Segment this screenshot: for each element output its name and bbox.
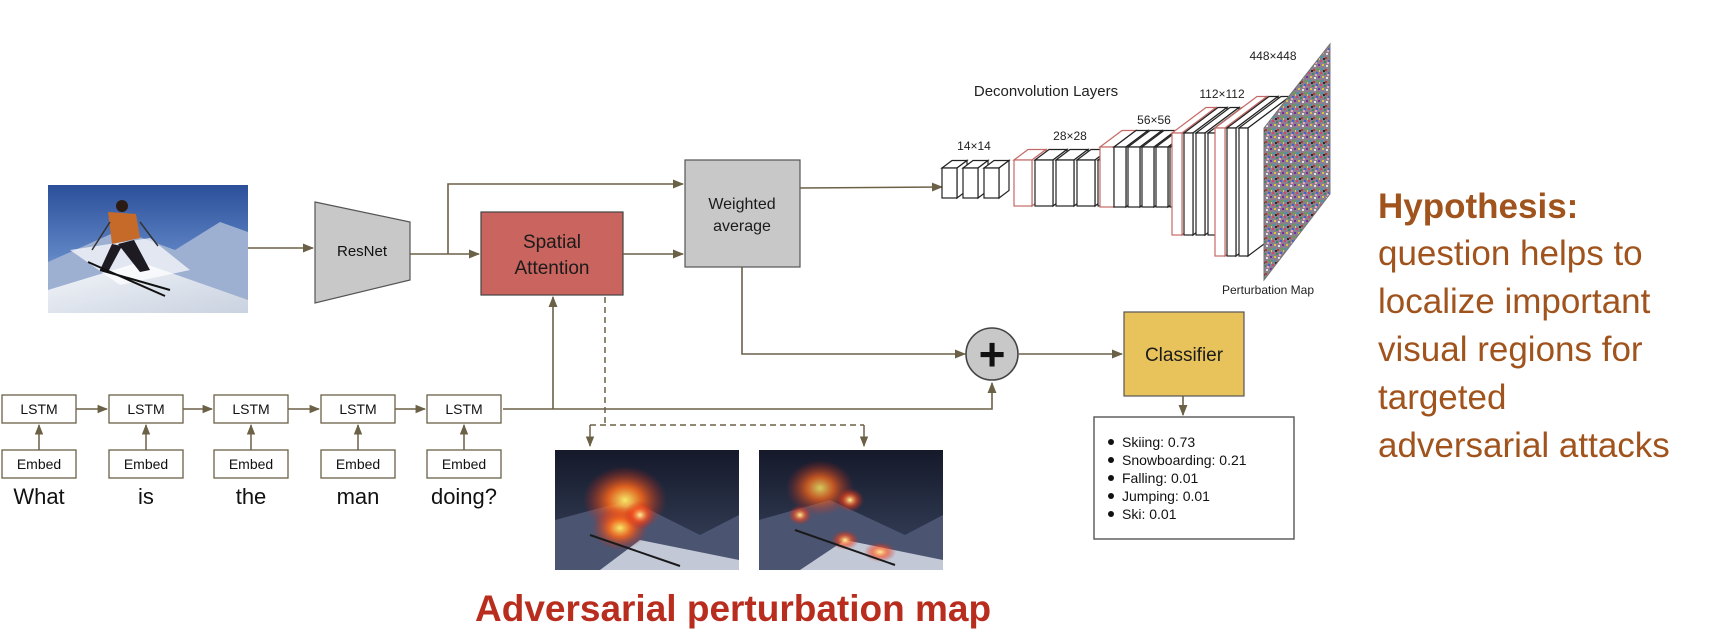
hypothesis-title: Hypothesis: [1378, 187, 1579, 226]
classifier-block: Classifier [1123, 311, 1245, 397]
deconv-size-label: 112×112 [1199, 87, 1245, 101]
deconv-slab-front [1171, 132, 1183, 236]
lstm-cell [213, 394, 289, 424]
hypothesis-line: question helps to [1378, 234, 1643, 273]
deconv-slab-front [1226, 127, 1237, 257]
prediction-item: Falling: 0.01 [1122, 470, 1198, 486]
attention-heatmap-1 [555, 450, 739, 570]
embed-label: Embed [17, 456, 61, 472]
embed-cell [426, 449, 502, 479]
question-word: man [337, 484, 380, 509]
prediction-bullet [1108, 457, 1114, 463]
question-word: doing? [431, 484, 497, 509]
perturbation-map [1263, 42, 1331, 282]
deconv-size-label: 56×56 [1137, 113, 1171, 127]
question-word: What [13, 484, 64, 509]
lstm-label: LSTM [20, 401, 57, 417]
hypothesis-line: targeted [1378, 378, 1507, 417]
deconv-slab-front [941, 167, 958, 199]
hypothesis-block: Hypothesis: question helps to localize i… [1378, 184, 1708, 470]
embed-cell [213, 449, 289, 479]
prediction-bullet [1108, 439, 1114, 445]
resnet-label: ResNet [337, 243, 388, 260]
embed-cell [1, 449, 77, 479]
resnet-block: ResNet [314, 201, 411, 304]
prediction-bullet [1108, 511, 1114, 517]
deconv-slab-front [1055, 159, 1075, 207]
plus-symbol: + [979, 328, 1006, 380]
deconv-size-label: 448×448 [1249, 49, 1296, 63]
attention-label-line2: Attention [515, 258, 590, 279]
deconv-slab-front [1183, 132, 1194, 236]
deconv-slab-front [962, 167, 979, 199]
embed-label: Embed [229, 456, 273, 472]
deconv-slab-front [1141, 146, 1155, 208]
deconv-slab-front [1127, 146, 1141, 208]
perturbation-map-label: Perturbation Map [1222, 283, 1314, 297]
question-word: is [138, 484, 154, 509]
embed-cell [320, 449, 396, 479]
deconv-size-label: 28×28 [1053, 129, 1087, 143]
prediction-bullet [1108, 493, 1114, 499]
lstm-cell [320, 394, 396, 424]
deconv-slab-front [1113, 146, 1127, 208]
lstm-cell [1, 394, 77, 424]
hypothesis-line: adversarial attacks [1378, 426, 1670, 465]
sum-node: + [965, 327, 1019, 381]
deconv-slab-front [1214, 127, 1226, 257]
heatmap-connector [585, 297, 869, 448]
deconv-slab-front [1013, 159, 1033, 207]
hypothesis-line: localize important [1378, 282, 1651, 321]
prediction-item: Jumping: 0.01 [1122, 488, 1210, 504]
caption: Adversarial perturbation map [475, 588, 992, 629]
spatial-attention-block: Spatial Attention [480, 211, 624, 296]
prediction-bullet [1108, 475, 1114, 481]
question-word: the [236, 484, 267, 509]
deconv-slab-front [1155, 146, 1169, 208]
lstm-label: LSTM [127, 401, 164, 417]
deconv-slab-front [1099, 146, 1115, 208]
embed-label: Embed [124, 456, 168, 472]
attention-label-line1: Spatial [523, 232, 581, 253]
deconv-slab-front [1238, 127, 1249, 257]
prediction-item: Skiing: 0.73 [1122, 434, 1195, 450]
embed-cell [108, 449, 184, 479]
prediction-item: Snowboarding: 0.21 [1122, 452, 1247, 468]
deconv-slab-front [1034, 159, 1054, 207]
input-image [48, 185, 248, 313]
deconv-size-label: 14×14 [957, 139, 991, 153]
deconv-title: Deconvolution Layers [974, 83, 1118, 100]
weighted-label-line1: Weighted [708, 196, 775, 213]
lstm-label: LSTM [339, 401, 376, 417]
embed-label: Embed [442, 456, 486, 472]
classifier-label: Classifier [1145, 345, 1224, 366]
prediction-item: Ski: 0.01 [1122, 506, 1177, 522]
lstm-label: LSTM [445, 401, 482, 417]
lstm-label: LSTM [232, 401, 269, 417]
attention-heatmap-2 [759, 450, 943, 570]
image-pipeline-arrows [248, 179, 1188, 417]
lstm-cell [426, 394, 502, 424]
weighted-label-line2: average [713, 218, 771, 235]
weighted-average-block: Weighted average [684, 159, 801, 268]
deconv-slab-front [1195, 132, 1206, 236]
deconv-slab-front [1076, 159, 1096, 207]
embed-label: Embed [336, 456, 380, 472]
hypothesis-line: visual regions for [1378, 330, 1643, 369]
deconv-slab-front [983, 167, 1000, 199]
deconvolution-layers: 14×14 28×28 56×56 112×112 448×448 [940, 49, 1297, 258]
